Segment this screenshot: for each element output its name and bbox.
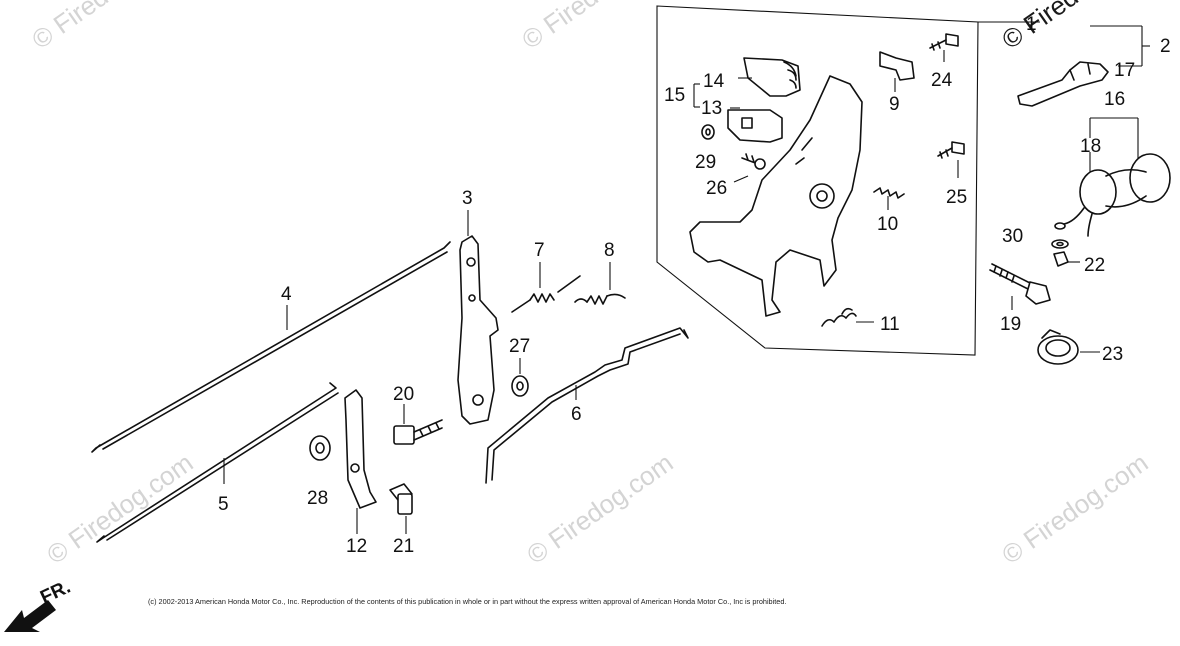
watermark-top-right: © Firedog: [996, 0, 1107, 55]
callout-8: 8: [604, 240, 615, 261]
part-5-rod: [96, 382, 339, 543]
callout-23: 23: [1102, 344, 1123, 365]
callout-13: 13: [701, 98, 722, 119]
part-25-bolt: [937, 141, 965, 178]
part-22-screw: [1053, 251, 1080, 267]
front-direction-indicator: FR.: [4, 577, 74, 632]
watermark-top-left: © Firedog: [26, 0, 137, 55]
part-24-bolt: [929, 33, 959, 62]
part-20-bolt: [393, 404, 443, 445]
part-9-clip: [879, 51, 915, 92]
part-28-washer: [309, 435, 331, 461]
callout-10: 10: [877, 214, 898, 235]
part-29-washer: [701, 124, 715, 140]
callout-brackets: [693, 21, 1150, 158]
watermark-top-center: © Firedog: [516, 0, 627, 55]
callout-12: 12: [346, 536, 367, 557]
callout-18: 18: [1080, 136, 1101, 157]
callout-26: 26: [706, 178, 727, 199]
part-6-choke-rod: [485, 327, 689, 484]
front-direction-label: FR.: [37, 577, 74, 609]
callout-16: 16: [1104, 89, 1125, 110]
part-10-spring: [873, 187, 905, 210]
callout-22: 22: [1084, 255, 1105, 276]
part-26-screw: [733, 153, 766, 183]
part-4-governor-rod: [91, 241, 451, 453]
part-17-plate: [1017, 61, 1109, 107]
part-8-spring: [574, 262, 626, 305]
part-19-long-bolt: [989, 263, 1051, 310]
callout-1: 1: [1026, 14, 1037, 35]
callout-4: 4: [281, 284, 292, 305]
callout-30: 30: [1002, 226, 1023, 247]
callout-28: 28: [307, 488, 328, 509]
callout-11: 11: [880, 314, 900, 335]
callout-25: 25: [946, 187, 967, 208]
callout-6: 6: [571, 404, 582, 425]
callout-5: 5: [218, 494, 229, 515]
callout-21: 21: [393, 536, 414, 557]
part-13-switch-base: [727, 107, 783, 143]
part-30-washer: [1051, 239, 1069, 249]
copyright-notice: (c) 2002-2013 American Honda Motor Co., …: [148, 597, 786, 606]
part-18-wire-harness: [1054, 152, 1171, 237]
front-arrow-icon: [4, 600, 56, 632]
watermark-bottom-center: © Firedog.com: [521, 447, 678, 570]
part-27-washer: [511, 358, 529, 397]
watermark-bottom-right: © Firedog.com: [996, 447, 1153, 570]
part-3-governor-arm: [457, 210, 499, 425]
callout-7: 7: [534, 240, 545, 261]
callout-3: 3: [462, 188, 473, 209]
callout-9: 9: [889, 94, 900, 115]
part-23-hose-clamp: [1037, 329, 1100, 365]
callout-2: 2: [1160, 36, 1171, 57]
part-14-stop-switch: [738, 57, 801, 97]
part-1-control-bracket: [689, 75, 863, 317]
part-11-spring: [821, 307, 874, 327]
callout-14: 14: [703, 71, 725, 92]
callout-15: 15: [664, 85, 685, 106]
watermark-bottom-left: © Firedog.com: [41, 447, 198, 570]
callout-19: 19: [1000, 314, 1021, 335]
part-12-link-plate: [344, 389, 377, 534]
callout-29: 29: [695, 152, 716, 173]
callout-27: 27: [509, 336, 530, 357]
callout-24: 24: [931, 70, 953, 91]
callout-20: 20: [393, 384, 414, 405]
callout-17: 17: [1114, 60, 1135, 81]
part-callouts: 1 2 3 4 5 6 7 8 9 10 11 12 13 14 15 16 1…: [218, 14, 1171, 557]
part-21-flange-bolt: [389, 483, 413, 534]
assembly-frame-outline: [656, 5, 979, 356]
part-7-governor-spring: [511, 262, 581, 313]
